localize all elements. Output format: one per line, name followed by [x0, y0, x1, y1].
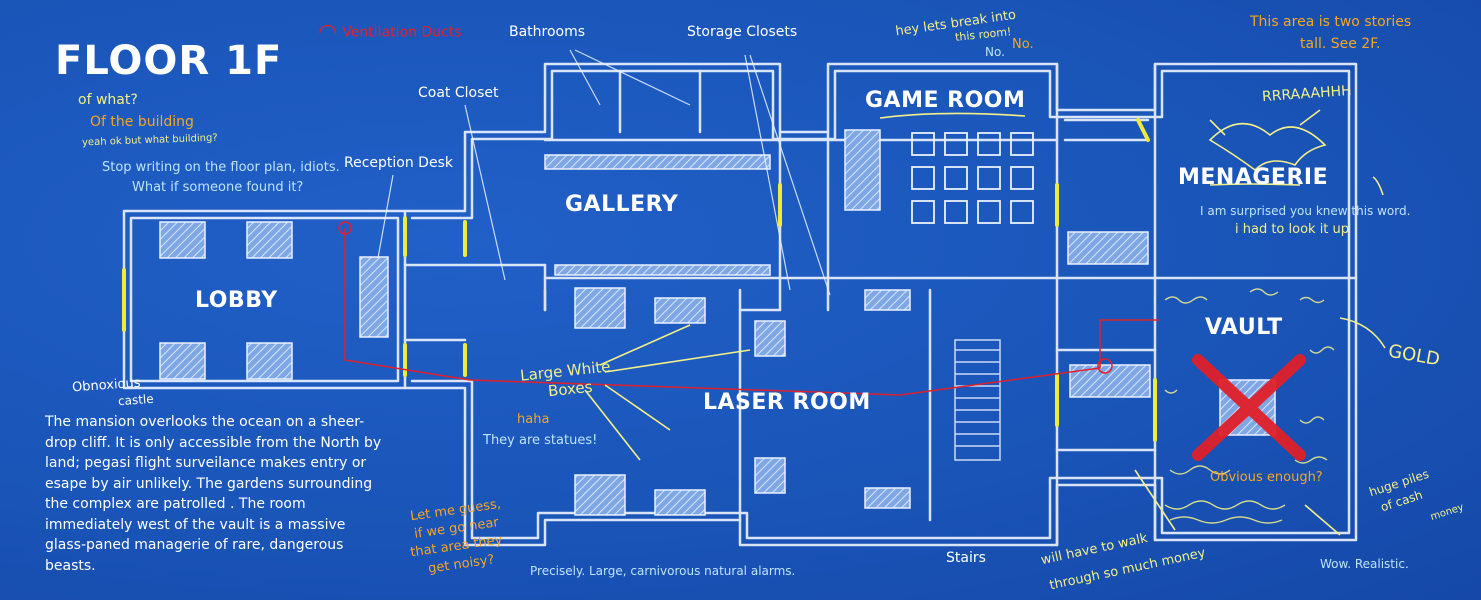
note-no-1: No. — [985, 45, 1005, 59]
note-precisely: Precisely. Large, carnivorous natural al… — [530, 564, 796, 578]
note-two-stories-2: tall. See 2F. — [1300, 36, 1381, 52]
label-bathrooms: Bathrooms — [509, 24, 586, 40]
duct-icon: ◠ — [318, 20, 338, 45]
stairs-drawing — [954, 339, 1001, 461]
label-storage-closets: Storage Closets — [687, 24, 798, 40]
room-laser-room: LASER ROOM — [703, 390, 871, 415]
note-obvious: Obvious enough? — [1210, 470, 1323, 485]
note-realistic: Wow. Realistic. — [1320, 557, 1409, 571]
note-of-the-building: Of the building — [90, 114, 194, 130]
label-reception-desk: Reception Desk — [344, 155, 453, 171]
note-surprised: I am surprised you knew this word. — [1200, 204, 1411, 218]
page-title: FLOOR 1F — [55, 38, 283, 84]
game-room-grid — [911, 132, 1034, 224]
note-two-stories-1: This area is two stories — [1250, 14, 1412, 30]
room-gallery: GALLERY — [565, 192, 679, 217]
ducts-legend-label: Ventilation Ducts — [342, 24, 462, 41]
note-statues: They are statues! — [483, 433, 598, 448]
note-haha: haha — [517, 412, 550, 427]
note-look-it-up: i had to look it up — [1235, 222, 1350, 237]
label-stairs: Stairs — [946, 550, 986, 566]
ducts-legend: ◠ Ventilation Ducts — [318, 20, 462, 45]
mansion-description: The mansion overlooks the ocean on a she… — [45, 414, 382, 574]
ventilation-duct-line — [338, 221, 1160, 396]
annotation-lines — [584, 112, 1386, 536]
note-obnoxious-2: castle — [117, 391, 155, 409]
note-stop-writing-2: What if someone found it? — [132, 180, 304, 195]
note-of-what: of what? — [78, 92, 138, 108]
beast-doodle — [1208, 109, 1327, 172]
note-stop-writing-1: Stop writing on the floor plan, idiots. — [102, 160, 340, 175]
mansion-outer-walls — [403, 62, 1358, 547]
room-game-room: GAME ROOM — [865, 88, 1026, 113]
vault-x-mark — [1192, 354, 1306, 461]
room-lobby: LOBBY — [195, 288, 278, 313]
note-no-2: No. — [1012, 37, 1034, 52]
hatched-boxes — [159, 129, 1276, 516]
room-menagerie: MENAGERIE — [1178, 165, 1329, 190]
leader-lines — [377, 49, 831, 296]
room-vault: VAULT — [1205, 315, 1283, 340]
gold-scribbles — [1164, 288, 1335, 524]
doors — [122, 118, 1157, 442]
label-coat-closet: Coat Closet — [418, 85, 499, 101]
